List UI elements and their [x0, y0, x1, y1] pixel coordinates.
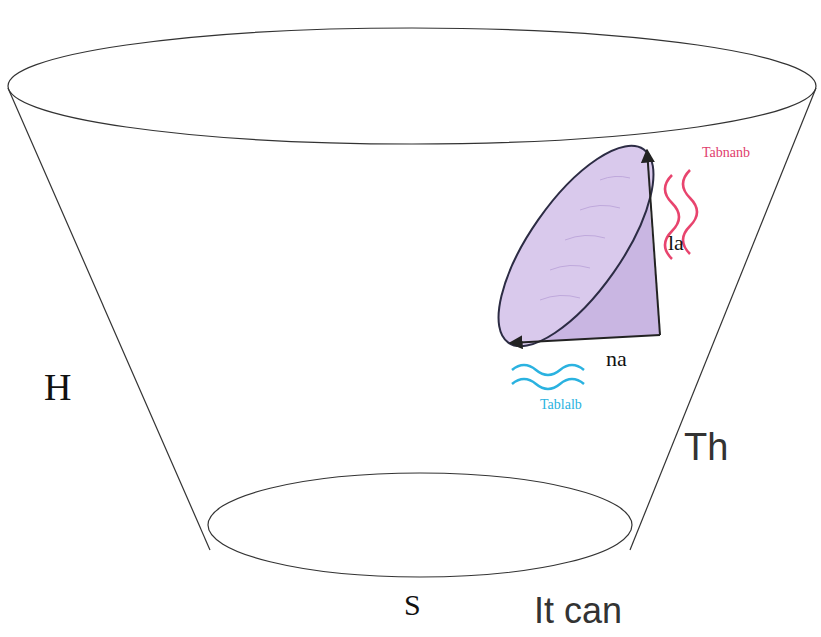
vector-label: na: [606, 348, 627, 370]
surface-label: S: [404, 590, 421, 620]
vector-l: [647, 150, 660, 335]
cone-base: [471, 123, 682, 369]
vector-label: la: [668, 232, 684, 254]
stress-label: Tablalb: [540, 398, 582, 412]
cut-text: Th: [684, 428, 728, 466]
cone-shading: [540, 176, 630, 300]
top-ellipse: [8, 28, 816, 144]
red-waves: [665, 170, 697, 259]
left-generator: [8, 88, 210, 550]
bottom-ellipse: [208, 473, 632, 577]
cyan-waves: [512, 365, 584, 389]
cut-text: It can: [534, 593, 622, 629]
vector-n: [510, 335, 660, 343]
surface-label: H: [44, 368, 71, 406]
right-generator: [630, 88, 816, 550]
stress-label: Tabnanb: [702, 146, 750, 160]
